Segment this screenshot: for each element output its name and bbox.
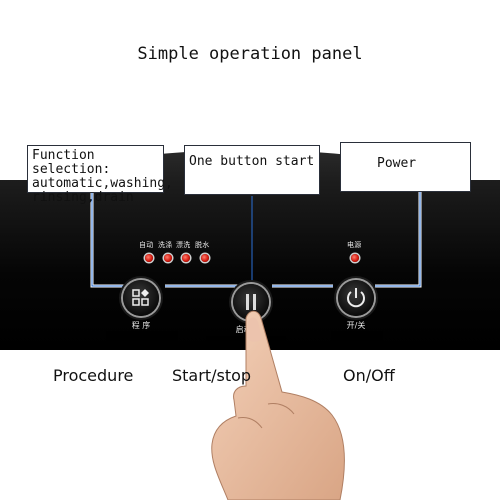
program-grid-icon [132, 289, 149, 306]
led-auto [145, 254, 153, 262]
power-icon [347, 288, 365, 308]
one-button-start-callout: One button start [184, 145, 320, 195]
program-button[interactable] [123, 280, 159, 316]
indicator-label-wash: 洗涤 [158, 241, 173, 249]
function-selection-callout: Function selection: automatic,washing, r… [27, 145, 173, 205]
indicator-label-auto: 自动 [139, 241, 154, 249]
led-rinse [182, 254, 190, 262]
one-button-start-text: One button start [189, 154, 315, 169]
pause-icon [246, 294, 256, 310]
procedure-label: Procedure [53, 366, 134, 385]
power-label-bar [331, 331, 383, 345]
led-power [351, 254, 359, 262]
power-button-label: 开/关 [346, 321, 366, 330]
program-label-bar [106, 331, 178, 345]
power-callout: Power [340, 142, 471, 192]
function-callout-line2: automatic,washing, [32, 176, 173, 191]
program-button-label: 程 序 [131, 321, 151, 330]
page-title: Simple operation panel [137, 44, 363, 64]
function-callout-line1: Function selection: [32, 148, 111, 177]
indicator-label-rinse: 漂洗 [176, 241, 191, 249]
function-callout-line3: rinsing,drain [32, 190, 134, 205]
led-wash [164, 254, 172, 262]
power-button[interactable] [338, 280, 374, 316]
on-off-label: On/Off [343, 366, 395, 385]
power-callout-text: Power [377, 156, 417, 171]
start-stop-label: Start/stop [172, 366, 252, 385]
indicator-label-spin: 脱水 [195, 241, 210, 249]
led-spin [201, 254, 209, 262]
indicator-label-power: 电源 [347, 241, 362, 249]
